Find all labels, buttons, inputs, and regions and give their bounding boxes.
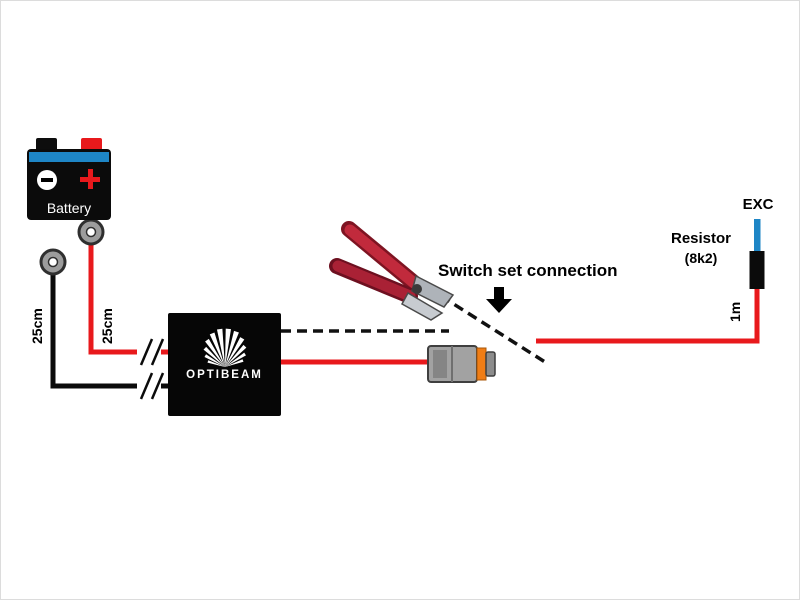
black-wire-length-label: 25cm (29, 308, 45, 344)
battery-stripe (29, 152, 109, 162)
ring-terminal-red-icon (77, 218, 105, 246)
resistor-wire-length-label: 1m (727, 301, 743, 322)
resistor-label: Resistor (670, 230, 732, 247)
wire-break-black (137, 372, 165, 400)
red-wire-length-label: 25cm (99, 308, 115, 344)
wire-cutters-icon (329, 221, 455, 321)
battery-body: Battery (27, 149, 111, 220)
switch-set-connection-label: Switch set connection (438, 261, 618, 280)
down-arrow-icon (486, 287, 512, 313)
red-wire-to-resistor (536, 289, 760, 344)
ring-terminal-black-icon (39, 248, 67, 276)
optibeam-control-box: OPTIBEAM (168, 313, 281, 416)
brand-name: OPTIBEAM (186, 369, 263, 381)
switch-set-dashed-diagonal (440, 294, 546, 364)
battery-minus-icon (37, 170, 57, 190)
battery-label: Battery (46, 200, 92, 216)
exc-blue-wire (754, 219, 761, 253)
battery: Battery (27, 138, 111, 220)
resistor-value-label: (8k2) (684, 250, 718, 266)
battery-plus-icon (80, 169, 100, 189)
optibeam-sunburst-icon (203, 328, 246, 367)
dt-connector-icon (427, 345, 496, 383)
wire-break-red (137, 338, 165, 366)
resistor-block (749, 251, 765, 289)
exc-label: EXC (742, 196, 774, 213)
